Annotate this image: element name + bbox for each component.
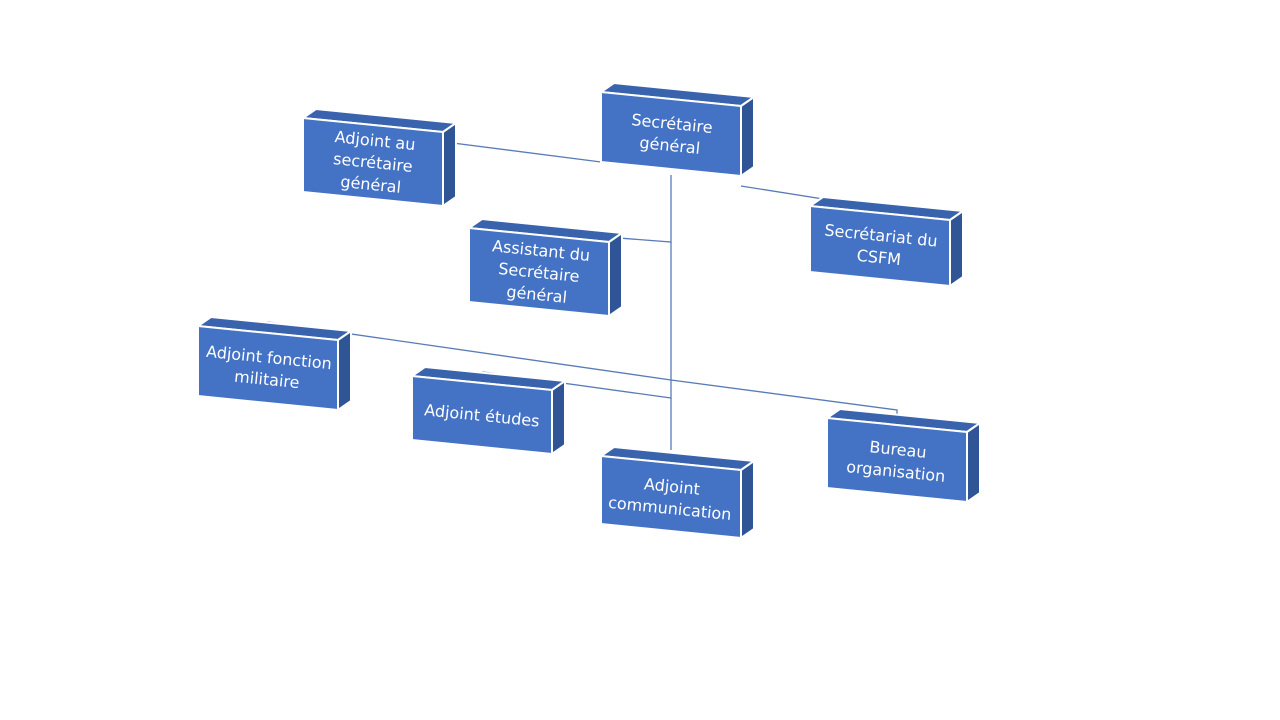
org-box-bureau-organisation: Bureauorganisation [824,407,983,504]
box-side-face [337,329,352,412]
box-front-face [411,374,553,456]
box-front-face [302,116,444,208]
box-front-face [809,204,951,288]
box-side-face [551,379,566,456]
org-box-adjoint-fonction-militaire: Adjoint fonctionmilitaire [195,315,354,412]
connector-adjoint-au-secretaire-general [444,141,602,163]
org-box-secretariat-du-csfm: Secrétariat duCSFM [807,195,966,288]
box-side-face [608,231,623,318]
box-front-face [197,324,339,412]
org-box-adjoint-au-secretaire-general: Adjoint ausecrétairegénéral [300,107,459,208]
box-label-line: CSFM [856,246,902,269]
box-side-face [966,421,981,504]
box-front-face [600,90,742,178]
box-front-face [600,454,742,540]
org-box-assistant-du-secretaire-general: Assistant duSecrétairegénéral [466,217,625,318]
org-box-secretaire-general: Secrétairegénéral [598,81,757,178]
box-side-face [740,459,755,540]
box-front-face [826,416,968,504]
box-side-face [740,95,755,178]
org-box-adjoint-etudes: Adjoint études [409,365,568,456]
boxes: Secrétairegénéral Adjoint ausecrétairegén… [195,81,983,540]
box-side-face [442,121,457,208]
box-side-face [949,209,964,288]
box-front-face [468,226,610,318]
org-box-adjoint-communication: Adjointcommunication [598,445,757,540]
